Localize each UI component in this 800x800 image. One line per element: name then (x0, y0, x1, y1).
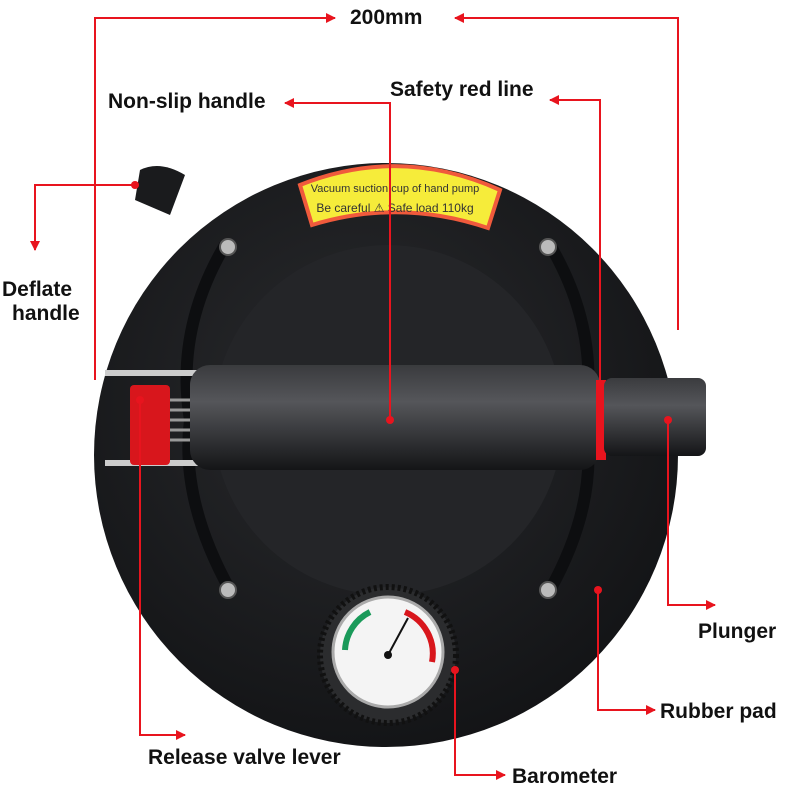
safety-sticker: Vacuum suction cup of hand pump Be caref… (297, 164, 503, 231)
barometer (317, 584, 459, 726)
annotation-lines (30, 13, 716, 780)
label-safety-red-line: Safety red line (390, 78, 534, 101)
label-non-slip-handle: Non-slip handle (108, 90, 266, 113)
label-barometer: Barometer (512, 765, 618, 788)
label-deflate-handle-2: handle (12, 302, 80, 325)
plunger (604, 378, 706, 456)
label-width: 200mm (350, 6, 423, 29)
safety-red-line (596, 380, 606, 460)
deflate-tab (135, 166, 185, 215)
label-rubber-pad: Rubber pad (660, 700, 777, 723)
label-release-valve-lever: Release valve lever (148, 746, 341, 769)
annotation-dots (131, 181, 672, 674)
label-plunger: Plunger (698, 620, 777, 643)
svg-text:Vacuum suction cup of hand pum: Vacuum suction cup of hand pump (311, 183, 480, 195)
svg-text:Be careful ⚠ Safe load 110kg: Be careful ⚠ Safe load 110kg (316, 201, 473, 215)
bolts (219, 238, 557, 599)
label-deflate-handle-1: Deflate (2, 278, 73, 301)
non-slip-handle (190, 365, 600, 470)
